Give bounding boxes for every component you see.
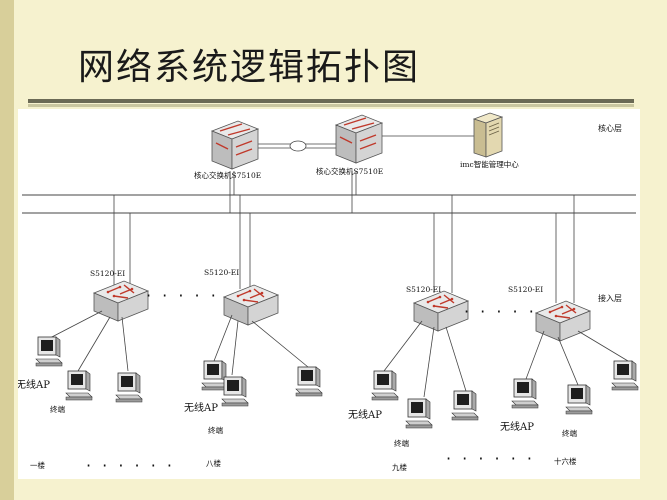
terminal-icon: [65, 370, 93, 401]
title-divider-light: [28, 104, 634, 107]
terminal-icon: [221, 376, 249, 407]
uplinks: [113, 195, 575, 303]
floor-label-8: 八楼: [206, 458, 221, 468]
page-title: 网络系统逻辑拓扑图: [78, 47, 421, 88]
ellipsis-access-2: · · · · ·: [464, 302, 537, 321]
terminal-icon: [371, 370, 399, 401]
topology-canvas: 核心交换机S7510E 核心交换机S7510E imc智能管理中心 核心层 接入…: [18, 109, 640, 479]
floor-label-9: 九楼: [392, 462, 407, 472]
terminal-icon: [565, 384, 593, 415]
terminal-icon: [511, 378, 539, 409]
access-layer-label: 接入层: [598, 293, 622, 303]
access-switch-label-2: S5120-EI: [204, 268, 239, 277]
terminal-icon: [405, 398, 433, 429]
access-switch-label-3: S5120-EI: [406, 285, 441, 294]
terminal-label-2: 终端: [208, 425, 223, 435]
server-label: imc智能管理中心: [460, 159, 519, 169]
core-switch-label-2: 核心交换机S7510E: [316, 166, 383, 176]
server-icon: [473, 112, 503, 158]
left-decorative-strip: [0, 0, 14, 500]
terminal-icon: [611, 360, 639, 391]
access-switch-label-4: S5120-EI: [508, 285, 543, 294]
ellipsis-access-1: · · · · ·: [146, 286, 219, 305]
core-layer-label: 核心层: [598, 123, 622, 133]
access-switch-label-1: S5120-EI: [90, 269, 125, 278]
ellipsis-floor-1: · · · · · ·: [86, 456, 175, 475]
topology-diagram: 核心交换机S7510E 核心交换机S7510E imc智能管理中心 核心层 接入…: [18, 112, 639, 475]
ellipsis-floor-2: · · · · · ·: [446, 449, 535, 468]
terminal-label-1: 终端: [50, 404, 65, 414]
ap-label-3: 无线AP: [348, 408, 382, 421]
access-switch-icon-3: [413, 290, 469, 332]
core-link-bundle: [289, 140, 307, 152]
downlinks: [47, 310, 629, 398]
terminal-icon: [115, 372, 143, 403]
terminal-label-4: 终端: [562, 428, 577, 438]
terminal-icon: [451, 390, 479, 421]
core-switch-icon-1: [211, 120, 259, 170]
terminal-icon: [295, 366, 323, 397]
access-switch-icon-4: [535, 300, 591, 342]
terminal-icon: [35, 336, 63, 367]
ap-label-2: 无线AP: [184, 401, 218, 414]
core-switch-icon-2: [335, 114, 383, 164]
access-switch-icon-1: [93, 280, 149, 322]
ap-label-4: 无线AP: [500, 420, 534, 433]
floor-label-1: 一楼: [30, 460, 45, 470]
terminal-label-3: 终端: [394, 438, 409, 448]
core-switch-label-1: 核心交换机S7510E: [194, 170, 261, 180]
title-divider: [28, 99, 634, 103]
floor-label-16: 十六楼: [554, 456, 577, 466]
access-switch-icon-2: [223, 284, 279, 326]
ap-label-1: 无线AP: [18, 378, 50, 391]
